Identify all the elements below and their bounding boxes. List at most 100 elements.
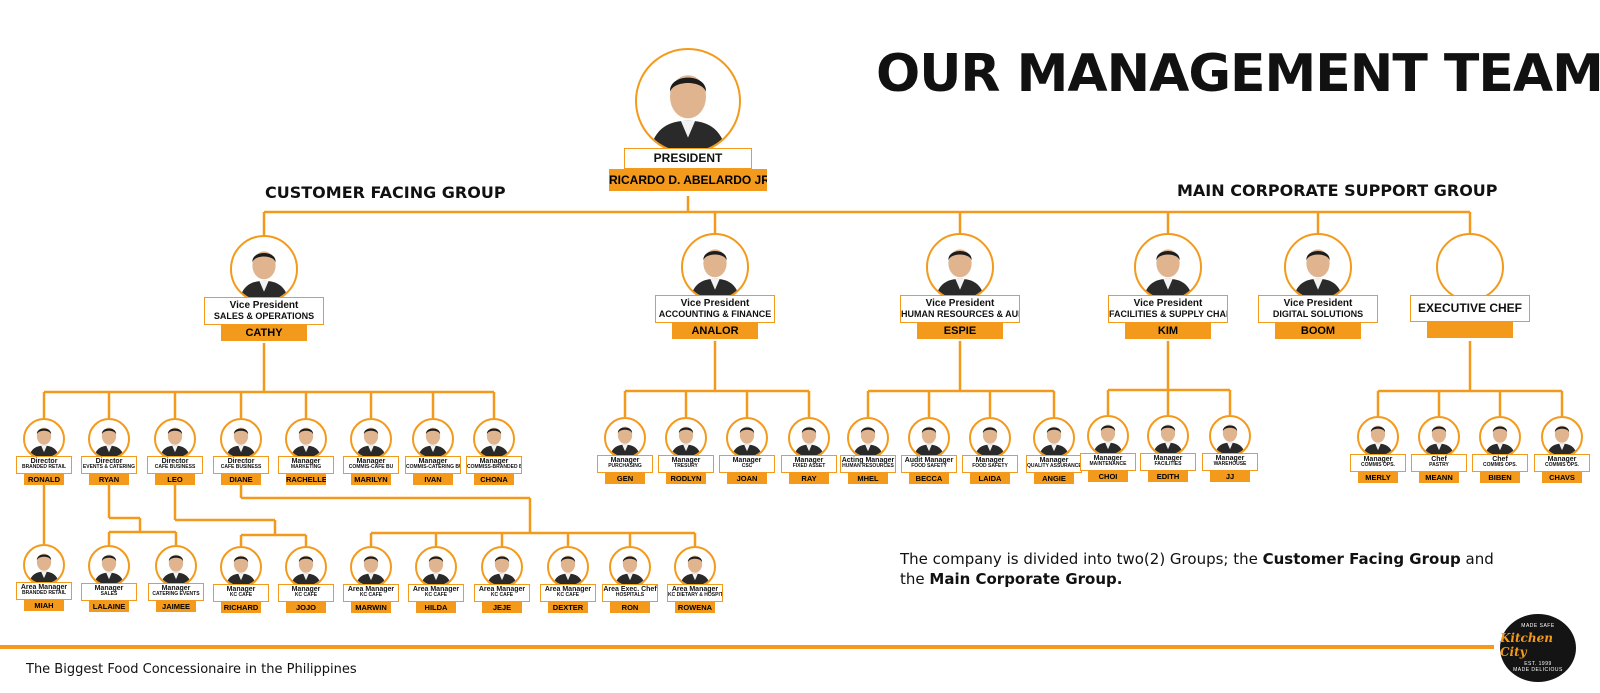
vice-president-name: ESPIE bbox=[917, 322, 1003, 339]
manager-department: MARKETING bbox=[290, 464, 322, 471]
manager-role: Manager bbox=[1153, 455, 1183, 462]
vice-president-role: EXECUTIVE CHEF bbox=[1417, 301, 1522, 315]
manager-name: MARILYN bbox=[351, 473, 391, 485]
manager-department: FIXED ASSET bbox=[792, 463, 826, 470]
manager-department: BRANDED RETAIL bbox=[21, 464, 67, 471]
person-silhouette-icon bbox=[1362, 425, 1394, 456]
manager-department: HUMAN RESOURCES bbox=[842, 463, 894, 470]
area-manager-department: KC CAFE bbox=[359, 592, 383, 599]
person-silhouette-icon bbox=[225, 427, 257, 458]
area-manager-role: Area Exec. Chef bbox=[603, 586, 657, 593]
manager-department: CAFE BUSINESS bbox=[220, 464, 262, 471]
vice-president-department: DIGITAL SOLUTIONS bbox=[1272, 308, 1364, 319]
person-silhouette-icon bbox=[1038, 426, 1070, 457]
person-silhouette-icon bbox=[355, 427, 387, 458]
area-manager-department: KC CAFE bbox=[294, 592, 318, 599]
manager-department: EVENTS & CATERING bbox=[82, 464, 136, 471]
manager-role: Director bbox=[161, 458, 189, 465]
manager-name: CHAVS bbox=[1542, 471, 1582, 483]
page-title: OUR MANAGEMENT TEAM bbox=[876, 44, 1600, 104]
manager-department: COMMIS-CAFE BU bbox=[348, 464, 394, 471]
manager-name: BECCA bbox=[909, 472, 949, 484]
vice-president-department: HUMAN RESOURCES & AUDIT bbox=[901, 308, 1020, 319]
manager-department: PURCHASING bbox=[608, 463, 642, 470]
person-silhouette-icon bbox=[690, 249, 740, 299]
manager-name: GEN bbox=[605, 472, 645, 484]
manager-department: COMMIS-CATERING BU bbox=[406, 464, 461, 471]
manager-department: CSC bbox=[741, 463, 753, 470]
vice-president-photo-avatar bbox=[681, 233, 749, 301]
vice-president-photo-avatar bbox=[1284, 233, 1352, 301]
manager-name: LEO bbox=[155, 473, 195, 485]
manager-photo-avatar bbox=[726, 417, 768, 459]
manager-photo-avatar bbox=[285, 418, 327, 460]
manager-name: CHOI bbox=[1088, 470, 1128, 482]
manager-photo-avatar bbox=[88, 418, 130, 460]
person-silhouette-icon bbox=[1546, 425, 1578, 456]
manager-photo-avatar bbox=[1147, 415, 1189, 457]
manager-photo-avatar bbox=[1033, 417, 1075, 459]
manager-department: COMMIS OPS. bbox=[1545, 462, 1579, 469]
manager-photo-avatar bbox=[1418, 416, 1460, 458]
area-manager-department: KC CAFE bbox=[490, 592, 514, 599]
manager-name: MHEL bbox=[848, 472, 888, 484]
manager-name: RONALD bbox=[24, 473, 64, 485]
manager-department: MAINTENANCE bbox=[1089, 461, 1127, 468]
area-manager-photo-avatar bbox=[481, 546, 523, 588]
person-silhouette-icon bbox=[1423, 425, 1455, 456]
manager-name: RACHELLE bbox=[286, 473, 326, 485]
area-manager-name: HILDA bbox=[416, 601, 456, 613]
manager-role: Director bbox=[95, 458, 123, 465]
area-manager-department: KC CAFE bbox=[424, 592, 448, 599]
person-silhouette-icon bbox=[290, 555, 322, 586]
manager-department: TRESURY bbox=[674, 463, 698, 470]
manager-department: COMMISS-BRANDED BU bbox=[467, 464, 522, 471]
person-silhouette-icon bbox=[225, 555, 257, 586]
area-manager-photo-avatar bbox=[609, 546, 651, 588]
vice-president-role: Vice President bbox=[680, 298, 750, 309]
footer-tagline: The Biggest Food Concessionaire in the P… bbox=[26, 662, 357, 677]
manager-department: CAFE BUSINESS bbox=[154, 464, 196, 471]
manager-photo-avatar bbox=[1541, 416, 1583, 458]
manager-name: JJ bbox=[1210, 470, 1250, 482]
manager-role: Audit Manager bbox=[904, 457, 954, 464]
manager-role: Manager bbox=[291, 458, 321, 465]
vice-president-photo-avatar bbox=[1134, 233, 1202, 301]
manager-name: RAY bbox=[789, 472, 829, 484]
vice-president-name: ANALOR bbox=[672, 322, 758, 339]
manager-role: Manager bbox=[1363, 456, 1393, 463]
manager-department: WAREHOUSE bbox=[1213, 461, 1247, 468]
person-silhouette-icon bbox=[1092, 424, 1124, 455]
area-manager-photo-avatar bbox=[220, 546, 262, 588]
manager-name: MEANN bbox=[1419, 471, 1459, 483]
person-silhouette-icon bbox=[1484, 425, 1516, 456]
manager-department: COMMIS OPS. bbox=[1361, 462, 1395, 469]
president-title: PRESIDENT bbox=[624, 148, 752, 169]
manager-name: IVAN bbox=[413, 473, 453, 485]
